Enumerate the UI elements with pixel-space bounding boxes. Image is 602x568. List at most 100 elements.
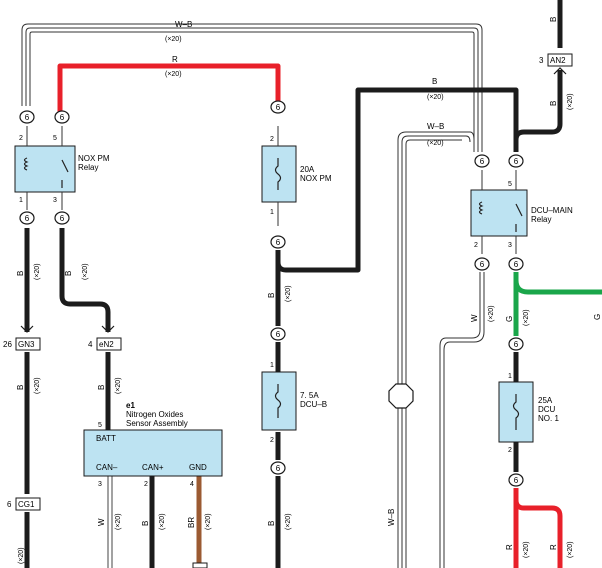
junction-connector-label: 6 [480, 157, 485, 166]
junction-connector-label: 6 [514, 157, 519, 166]
junction-connector-label: 6 [480, 260, 485, 269]
junction-connector-6: 6 [474, 257, 490, 271]
fuse-dcu1-name: DCU [538, 405, 556, 414]
dcu-main-name: DCU–MAIN [531, 206, 573, 215]
junction-connector-label: 6 [514, 340, 519, 349]
label-x20-w-right: (×20) [488, 305, 495, 322]
pin-2-fuse-dcub: 2 [270, 437, 274, 444]
sensor-pin-batt: BATT [96, 434, 116, 443]
connector-an2-label: AN2 [550, 56, 566, 65]
connector-cg1-pin: 6 [7, 500, 12, 509]
wire-w-right [439, 272, 485, 568]
wire-w-b-top [21, 23, 483, 152]
junction-connector-6: 6 [19, 211, 35, 225]
label-w-right: W [470, 314, 479, 322]
splice-point [388, 383, 414, 409]
label-x20-b-left2: (×20) [82, 263, 89, 280]
junction-connector-6: 6 [270, 461, 286, 475]
fuse-dcub-rating: 7. 5A [300, 391, 319, 400]
label-b-sensor: B [97, 385, 106, 390]
label-x20-b-left-bottom: (×20) [18, 547, 25, 564]
pin-5-nox-relay: 5 [53, 135, 57, 142]
label-x20-top: (×20) [165, 36, 182, 43]
connector-en2: eN2 4 [88, 325, 122, 351]
connector-gn3: GN3 26 [3, 325, 41, 351]
junction-connector-label: 6 [276, 103, 281, 112]
fuse-nox-pm: 20A NOX PM 2 1 [261, 126, 332, 226]
label-x20-b-sensor: (×20) [115, 377, 122, 394]
label-b-mid: B [267, 293, 276, 298]
connector-cg1: CG1 6 [7, 497, 41, 511]
label-x20-r-bottom: (×20) [523, 541, 530, 558]
wire-w-b-vertical [397, 131, 475, 568]
sensor-pin-5: 5 [98, 422, 102, 429]
fuse-dcu1-rating: 25A [538, 396, 553, 405]
dcu-main-relay: DCU–MAIN Relay 5 2 3 [470, 170, 573, 254]
label-b-left: B [16, 271, 25, 276]
label-x20-b-top-right: (×20) [567, 93, 574, 110]
label-x20-b-mid: (×20) [285, 285, 292, 302]
dcu-main-sub: Relay [531, 215, 551, 224]
label-b-mid-lower: B [267, 521, 276, 526]
label-r-top: R [172, 55, 178, 64]
sensor-sub: Sensor Assembly [126, 419, 188, 428]
fuse-dcub-name: DCU–B [300, 400, 327, 409]
junction-connector-6: 6 [508, 154, 524, 168]
label-x20-r-top: (×20) [165, 71, 182, 78]
label-x20-br-sensor: (×20) [205, 513, 212, 530]
junction-connector-6: 6 [19, 110, 35, 124]
label-b-left2: B [64, 271, 73, 276]
sensor-pin-3: 3 [98, 481, 102, 488]
pin-2-dcu-main: 2 [474, 242, 478, 249]
label-r-bottom2: R [549, 544, 558, 550]
label-b-sensor-canp: B [141, 521, 150, 526]
fuse-dcu-no1: 25A DCU NO. 1 1 2 [498, 373, 559, 454]
junction-connector-label: 6 [276, 238, 281, 247]
connector-an2-pin: 3 [539, 56, 544, 65]
label-x20-r-bottom2: (×20) [567, 541, 574, 558]
label-x20-b-mid-lower: (×20) [285, 513, 292, 530]
sensor-pin-2: 2 [144, 481, 148, 488]
junction-connector-6: 6 [508, 473, 524, 487]
nox-relay-sub: Relay [78, 163, 98, 172]
connector-cg1-label: CG1 [18, 500, 35, 509]
pin-5-dcu-main: 5 [508, 181, 512, 188]
pin-3-nox-relay: 3 [53, 197, 57, 204]
label-x20-w-b-mid: (×20) [427, 140, 444, 147]
nox-sensor-assembly: e1 Nitrogen Oxides Sensor Assembly BATT … [83, 401, 223, 488]
nox-pm-relay: NOX PM Relay 2 5 1 3 [14, 126, 110, 210]
sensor-gnd-cap [192, 562, 208, 568]
label-x20-w-sensor: (×20) [115, 513, 122, 530]
junction-connector-label: 6 [514, 476, 519, 485]
junction-connector-6: 6 [474, 154, 490, 168]
pin-1-nox-relay: 1 [19, 197, 23, 204]
junction-connector-6: 6 [270, 327, 286, 341]
label-w-b-top: W–B [175, 20, 192, 29]
connector-gn3-label: GN3 [18, 340, 35, 349]
label-g-right: G [505, 316, 514, 322]
pin-1-fuse-dcub: 1 [270, 362, 274, 369]
junction-connector-label: 6 [25, 214, 30, 223]
label-b-left-lower: B [16, 385, 25, 390]
fuse-dcu1-sub: NO. 1 [538, 414, 559, 423]
wire-g-edge [513, 279, 602, 295]
junction-connectors: 6 6 6 6 6 6 6 6 6 6 6 6 6 6 [19, 100, 524, 487]
junction-connector-6: 6 [54, 110, 70, 124]
label-w-sensor: W [97, 518, 106, 526]
wire-b-left2 [59, 228, 111, 332]
nox-relay-name: NOX PM [78, 154, 110, 163]
junction-connector-label: 6 [60, 214, 65, 223]
junction-connector-label: 6 [276, 464, 281, 473]
wire-r-bottom2 [513, 499, 563, 568]
label-br-sensor: BR [187, 517, 196, 528]
junction-connector-6: 6 [508, 337, 524, 351]
wire-b-top-right-2 [513, 70, 563, 152]
pin-2-fuse-dcu1: 2 [508, 447, 512, 454]
pin-1-fuse-nox: 1 [270, 209, 274, 216]
junction-connector-6: 6 [508, 257, 524, 271]
label-x20-b-right-top: (×20) [427, 94, 444, 101]
label-x20-b-sensor-canp: (×20) [159, 513, 166, 530]
connector-en2-label: eN2 [99, 340, 114, 349]
junction-connector-label: 6 [514, 260, 519, 269]
